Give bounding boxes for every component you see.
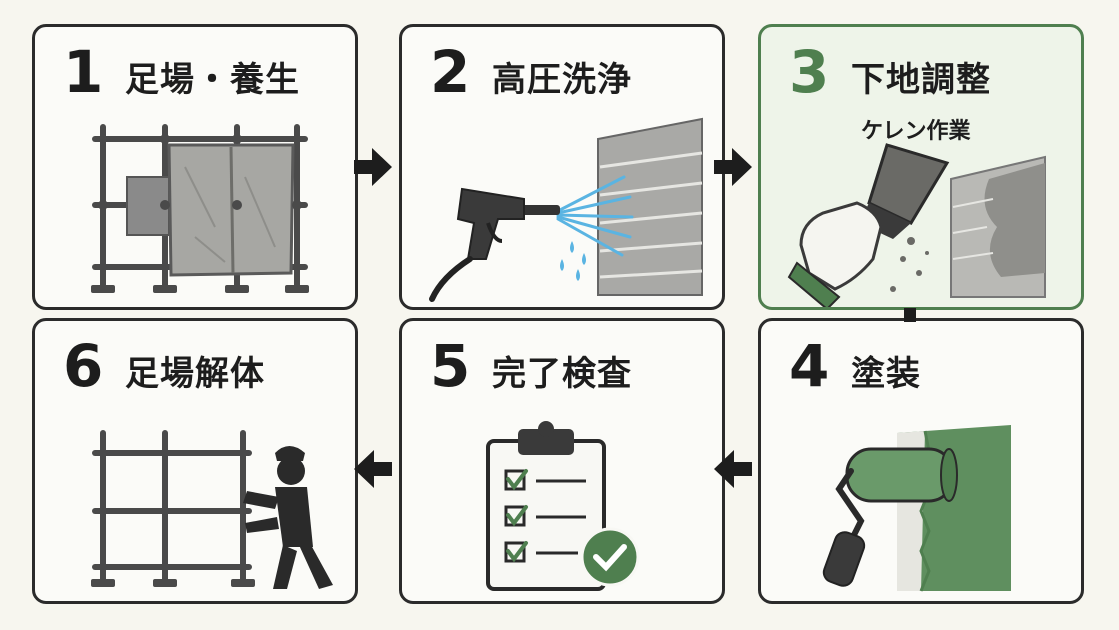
checklist-clipboard-icon: [486, 421, 640, 591]
step-number: 2: [430, 38, 471, 106]
arrow-left-icon: [354, 450, 392, 488]
step-subtitle: ケレン作業: [861, 119, 971, 144]
step-number: 1: [63, 38, 104, 106]
step-card-1: 1 足場・養生: [32, 24, 358, 310]
pressure-washer-icon: [429, 117, 703, 302]
arrow-left-icon: [714, 450, 752, 488]
arrow-right-icon: [714, 148, 752, 186]
step-card-6: 6 足場解体: [32, 318, 358, 604]
step-card-5: 5 完了検査: [399, 318, 725, 604]
step-number: 5: [430, 332, 471, 400]
step-title: 足場・養生: [125, 60, 300, 100]
scaffold-with-sheet-icon: [91, 124, 309, 293]
connector-line-icon: [904, 308, 916, 322]
scraper-hand-icon: [787, 143, 1046, 307]
worker-dismantling-icon: [91, 430, 333, 589]
step-title: 高圧洗浄: [492, 60, 632, 100]
step-card-3: 3 下地調整 ケレン作業: [758, 24, 1084, 310]
step-card-4: 4 塗装: [758, 318, 1084, 604]
step-title: 足場解体: [125, 354, 265, 394]
paint-roller-icon: [822, 425, 1011, 592]
step-number: 4: [789, 332, 830, 400]
step-title: 塗装: [851, 354, 921, 394]
step-title: 完了検査: [492, 354, 632, 394]
step-card-2: 2 高圧洗浄: [399, 24, 725, 310]
arrow-right-icon: [354, 148, 392, 186]
step-title: 下地調整: [851, 60, 991, 100]
step-number: 3: [789, 38, 830, 106]
step-number: 6: [63, 332, 104, 400]
